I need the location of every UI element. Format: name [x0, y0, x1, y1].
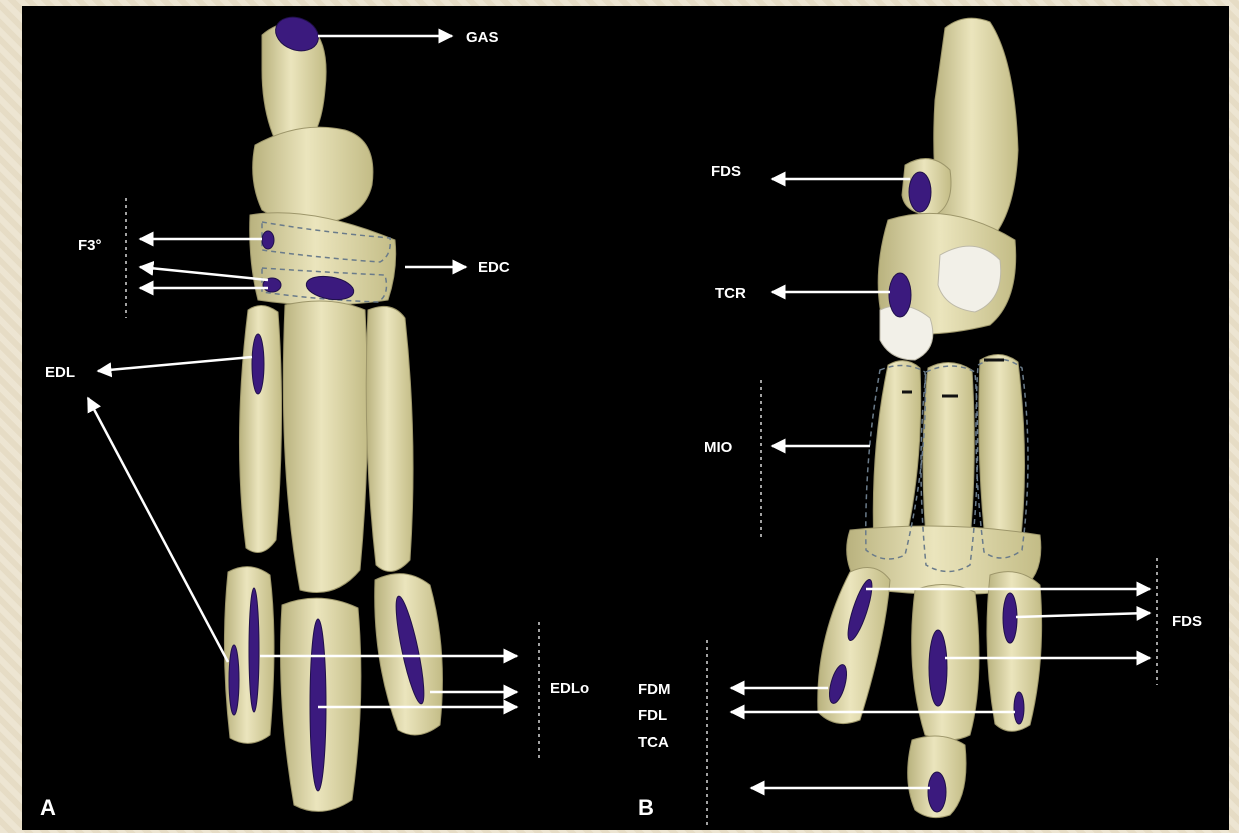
black-panel — [22, 6, 1229, 830]
label-tca: TCA — [638, 734, 669, 751]
label-f3: F3° — [78, 237, 102, 254]
panel-letter-b: B — [638, 795, 654, 820]
label-edl: EDL — [45, 364, 75, 381]
label-edlo: EDLo — [550, 680, 589, 697]
panel-letter-a: A — [40, 795, 56, 820]
label-edc: EDC — [478, 259, 510, 276]
label-gas: GAS — [466, 29, 499, 46]
label-tcr: TCR — [715, 285, 746, 302]
label-mio: MIO — [704, 439, 733, 456]
label-fdm: FDM — [638, 681, 671, 698]
label-fds-top: FDS — [711, 163, 741, 180]
label-fds-bottom: FDS — [1172, 613, 1202, 630]
label-fdl: FDL — [638, 707, 667, 724]
